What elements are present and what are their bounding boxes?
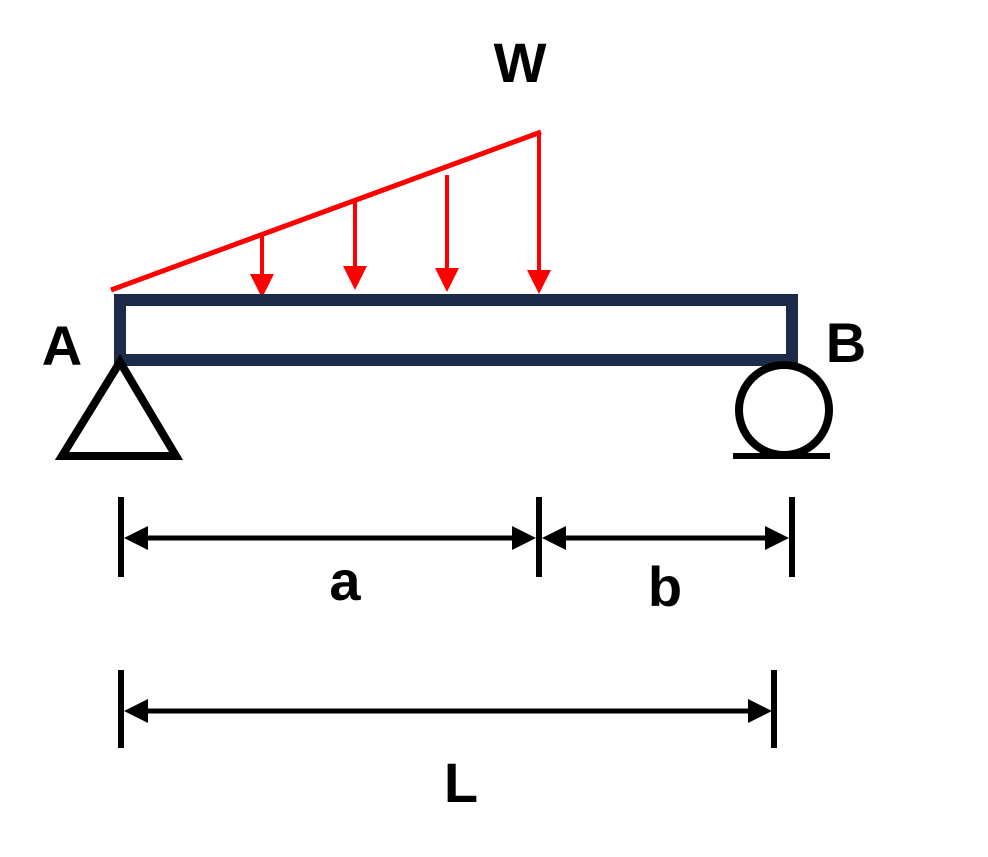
- support-label-b: B: [826, 311, 866, 374]
- support-label-a: A: [42, 314, 82, 377]
- pin-support-triangle: [54, 354, 184, 460]
- dim-l-label: L: [444, 751, 478, 814]
- dim-l-arrow-left: [124, 699, 148, 723]
- roller-support: [733, 361, 833, 459]
- beam: [114, 294, 798, 366]
- load-arrow: [435, 175, 459, 292]
- load-arrow: [343, 202, 367, 290]
- dimension-l: L: [118, 670, 777, 814]
- load-arrow: [527, 134, 551, 294]
- dimension-a-b: a b: [118, 497, 795, 618]
- dim-b-label: b: [648, 555, 682, 618]
- dim-b-arrow-right: [765, 526, 789, 550]
- distributed-load: [110, 129, 551, 298]
- dim-l-arrow-right: [748, 699, 772, 723]
- dim-a-arrow-right: [512, 526, 536, 550]
- roller-circle: [735, 361, 833, 459]
- dim-a-arrow-left: [124, 526, 148, 550]
- load-arrow: [250, 235, 274, 298]
- dim-a-label: a: [329, 549, 361, 612]
- load-label-w: W: [494, 31, 547, 94]
- load-slope-line: [110, 129, 542, 293]
- dim-b-arrow-left: [542, 526, 566, 550]
